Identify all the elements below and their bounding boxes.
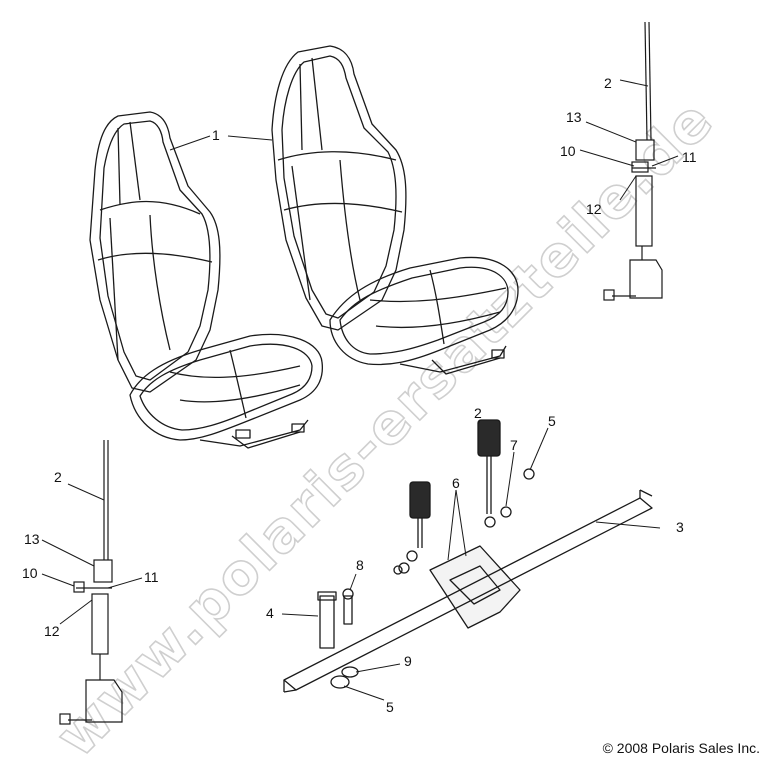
callout-2-mid: 2: [474, 405, 482, 421]
callout-13-left: 13: [24, 531, 40, 547]
buckles-and-crossbar: [283, 419, 653, 693]
callout-6: 6: [452, 475, 460, 491]
callout-12-left: 12: [44, 623, 60, 639]
callout-2-top: 2: [604, 75, 612, 91]
watermark: www.polaris-ersatzteile.de: [44, 87, 727, 770]
seat-right: [271, 45, 519, 375]
callout-11-top: 11: [682, 149, 697, 165]
copyright-notice: © 2008 Polaris Sales Inc.: [602, 740, 760, 756]
callout-8: 8: [356, 557, 364, 573]
callout-7: 7: [510, 437, 518, 453]
callout-2-left: 2: [54, 469, 62, 485]
callout-4: 4: [266, 605, 274, 621]
callout-5-top: 5: [548, 413, 556, 429]
callout-11-left: 11: [144, 569, 159, 585]
seat-left: [89, 111, 324, 449]
callout-12-top: 12: [586, 201, 602, 217]
callout-labels: 1 2 13 10 11 12 2 13 10 11 12 2 7 5 6 3 …: [22, 75, 697, 715]
callout-9: 9: [404, 653, 412, 669]
callout-5-bottom: 5: [386, 699, 394, 715]
callout-10-left: 10: [22, 565, 38, 581]
callout-1: 1: [212, 127, 220, 143]
callout-3: 3: [676, 519, 684, 535]
callout-13-top: 13: [566, 109, 582, 125]
callout-10-top: 10: [560, 143, 576, 159]
leader-lines: [41, 79, 679, 701]
seatbelt-top-right: [603, 21, 663, 301]
